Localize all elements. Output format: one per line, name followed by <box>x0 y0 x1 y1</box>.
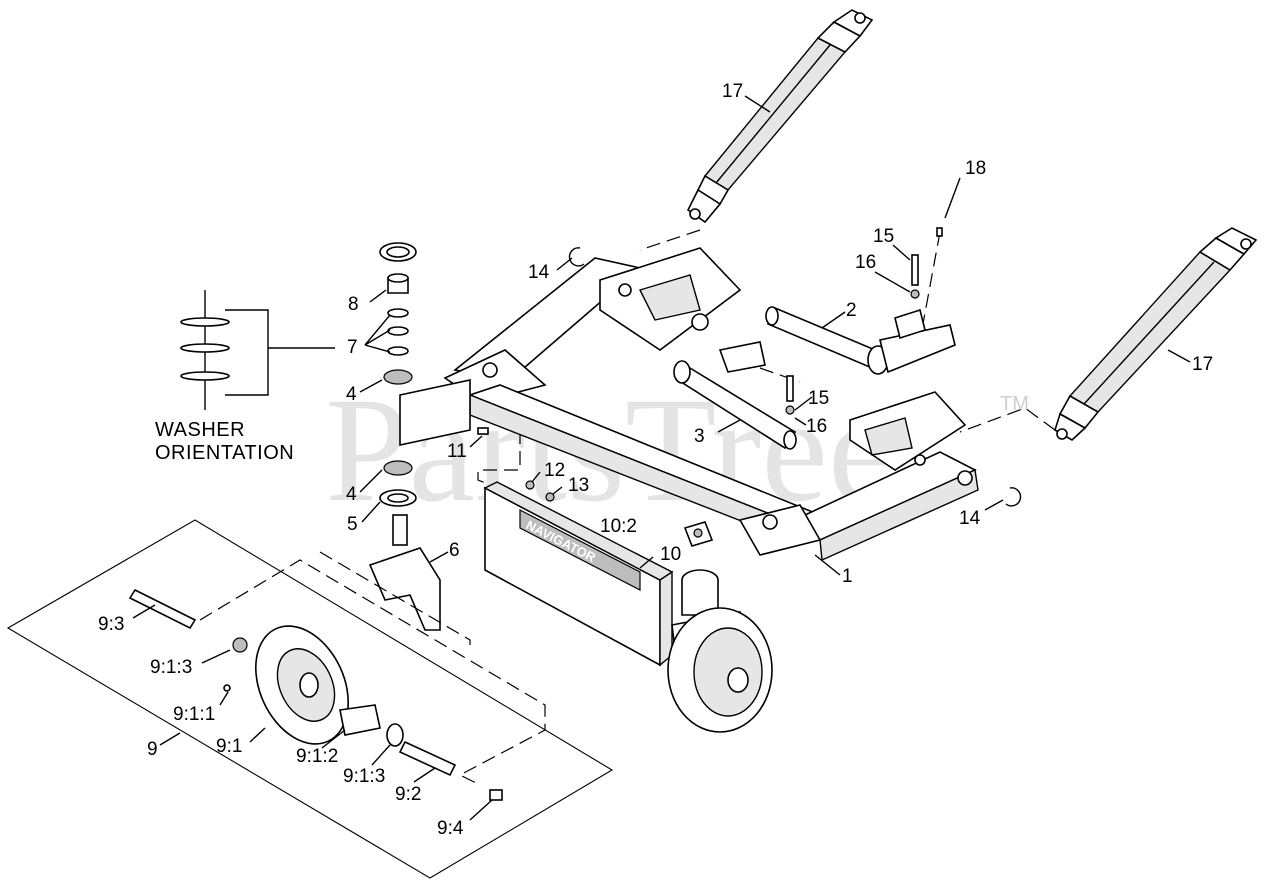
callout-10[interactable]: 10 <box>660 544 681 565</box>
watermark-trademark: TM <box>1000 393 1029 415</box>
callout-17-right[interactable]: 17 <box>1192 354 1213 375</box>
caster-yoke-6[interactable] <box>368 514 441 631</box>
callout-1[interactable]: 1 <box>842 566 853 587</box>
leader-lines <box>132 95 1191 821</box>
callout-18[interactable]: 18 <box>965 158 986 179</box>
caster-stack[interactable] <box>379 242 417 507</box>
pivot-shaft-2[interactable] <box>765 306 956 375</box>
callout-15-upper[interactable]: 15 <box>873 226 894 247</box>
callout-6[interactable]: 6 <box>449 540 460 561</box>
callout-9[interactable]: 9 <box>147 739 158 760</box>
main-frame[interactable] <box>399 247 979 562</box>
callout-15-lower[interactable]: 15 <box>808 388 829 409</box>
callout-9-3[interactable]: 9:3 <box>98 614 124 635</box>
callout-8[interactable]: 8 <box>348 294 359 315</box>
callout-11[interactable]: 11 <box>447 441 467 462</box>
washer-note-line1: WASHER <box>155 419 245 441</box>
callout-9-1-3-upper[interactable]: 9:1:3 <box>150 657 192 678</box>
wheel-assembly-box <box>6 519 614 879</box>
callout-4-lower[interactable]: 4 <box>346 484 357 505</box>
right-caster-wheel[interactable] <box>667 569 773 733</box>
callout-3[interactable]: 3 <box>694 426 705 447</box>
pins-hardware[interactable] <box>785 227 943 415</box>
callout-7[interactable]: 7 <box>347 337 358 358</box>
pivot-shaft-3[interactable] <box>673 341 797 450</box>
callout-2[interactable]: 2 <box>846 300 857 321</box>
callout-9-2[interactable]: 9:2 <box>395 784 421 805</box>
callout-13[interactable]: 13 <box>568 475 589 496</box>
callout-9-1[interactable]: 9:1 <box>216 736 242 757</box>
wheel-9-1[interactable] <box>128 588 503 801</box>
bracket-10-2[interactable] <box>683 521 714 547</box>
callout-14-lower[interactable]: 14 <box>959 508 981 529</box>
callout-4-upper[interactable]: 4 <box>346 384 357 405</box>
callout-labels: 17 17 18 15 16 2 14 14 8 7 4 4 5 6 15 16… <box>98 81 1213 839</box>
hydraulic-cylinder-upper[interactable] <box>686 9 874 224</box>
front-bumper-plate[interactable]: NAVIGATOR <box>483 481 674 667</box>
callout-14-upper[interactable]: 14 <box>528 262 550 283</box>
hydraulic-cylinder-right[interactable] <box>1054 227 1258 441</box>
washer-orientation-inset: WASHER ORIENTATION <box>155 290 335 464</box>
callout-10-2[interactable]: 10:2 <box>600 516 637 537</box>
washer-note-line2: ORIENTATION <box>155 442 294 464</box>
callout-16-lower[interactable]: 16 <box>806 416 827 437</box>
callout-9-1-2[interactable]: 9:1:2 <box>296 746 338 767</box>
callout-16-upper[interactable]: 16 <box>855 252 876 273</box>
callout-9-1-3-lower[interactable]: 9:1:3 <box>343 766 385 787</box>
callout-9-1-1[interactable]: 9:1:1 <box>173 704 215 725</box>
bolts-11-12-13[interactable] <box>477 427 555 502</box>
callout-9-4[interactable]: 9:4 <box>437 818 464 839</box>
callout-12[interactable]: 12 <box>544 460 565 481</box>
callout-5[interactable]: 5 <box>347 514 358 535</box>
callout-17-upper[interactable]: 17 <box>722 81 743 102</box>
